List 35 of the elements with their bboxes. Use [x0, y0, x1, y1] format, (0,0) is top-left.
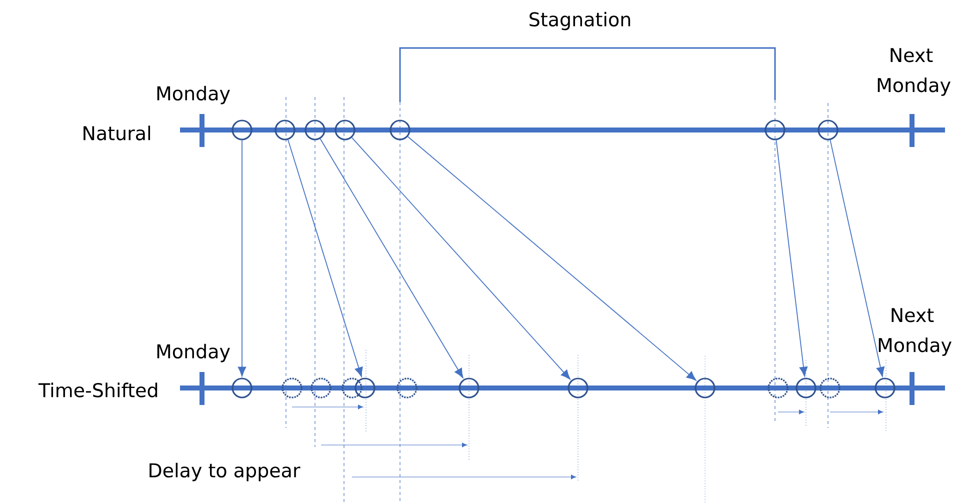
event-circle	[334, 120, 356, 140]
event-circle	[390, 120, 410, 140]
ghost-circle	[396, 378, 418, 398]
annotation-text: Delay to appear	[150, 462, 300, 482]
day-label: Monday	[157, 344, 230, 362]
event-circle	[232, 120, 252, 140]
arrow	[830, 140, 885, 377]
ghost-circle	[820, 378, 840, 398]
event-circle	[874, 378, 896, 398]
arrow	[407, 136, 696, 381]
ghost-circle	[310, 378, 332, 398]
arrow	[320, 138, 464, 378]
event-circle	[694, 378, 716, 398]
arrow	[288, 139, 363, 377]
day-label: Next Monday	[878, 308, 952, 356]
event-circle	[458, 378, 480, 398]
day-label: Monday	[157, 86, 230, 104]
event-circle	[818, 120, 838, 140]
event-circle	[232, 378, 252, 398]
event-circle	[304, 120, 326, 140]
event-circle	[274, 120, 296, 140]
event-circle	[354, 378, 376, 398]
event-circle	[764, 120, 786, 140]
row-label: Time-Shifted	[38, 382, 158, 398]
event-circle	[568, 378, 588, 398]
event-circle	[796, 378, 816, 398]
ghost-circle	[768, 378, 788, 398]
arrow	[776, 140, 808, 377]
ghost-circle	[342, 378, 362, 398]
bracket-label: Stagnation	[530, 12, 630, 30]
arrow	[238, 140, 246, 376]
day-label: Next Monday	[878, 48, 950, 96]
ghost-circle	[282, 378, 302, 398]
row-label: Natural	[84, 126, 150, 140]
arrow	[351, 137, 570, 380]
